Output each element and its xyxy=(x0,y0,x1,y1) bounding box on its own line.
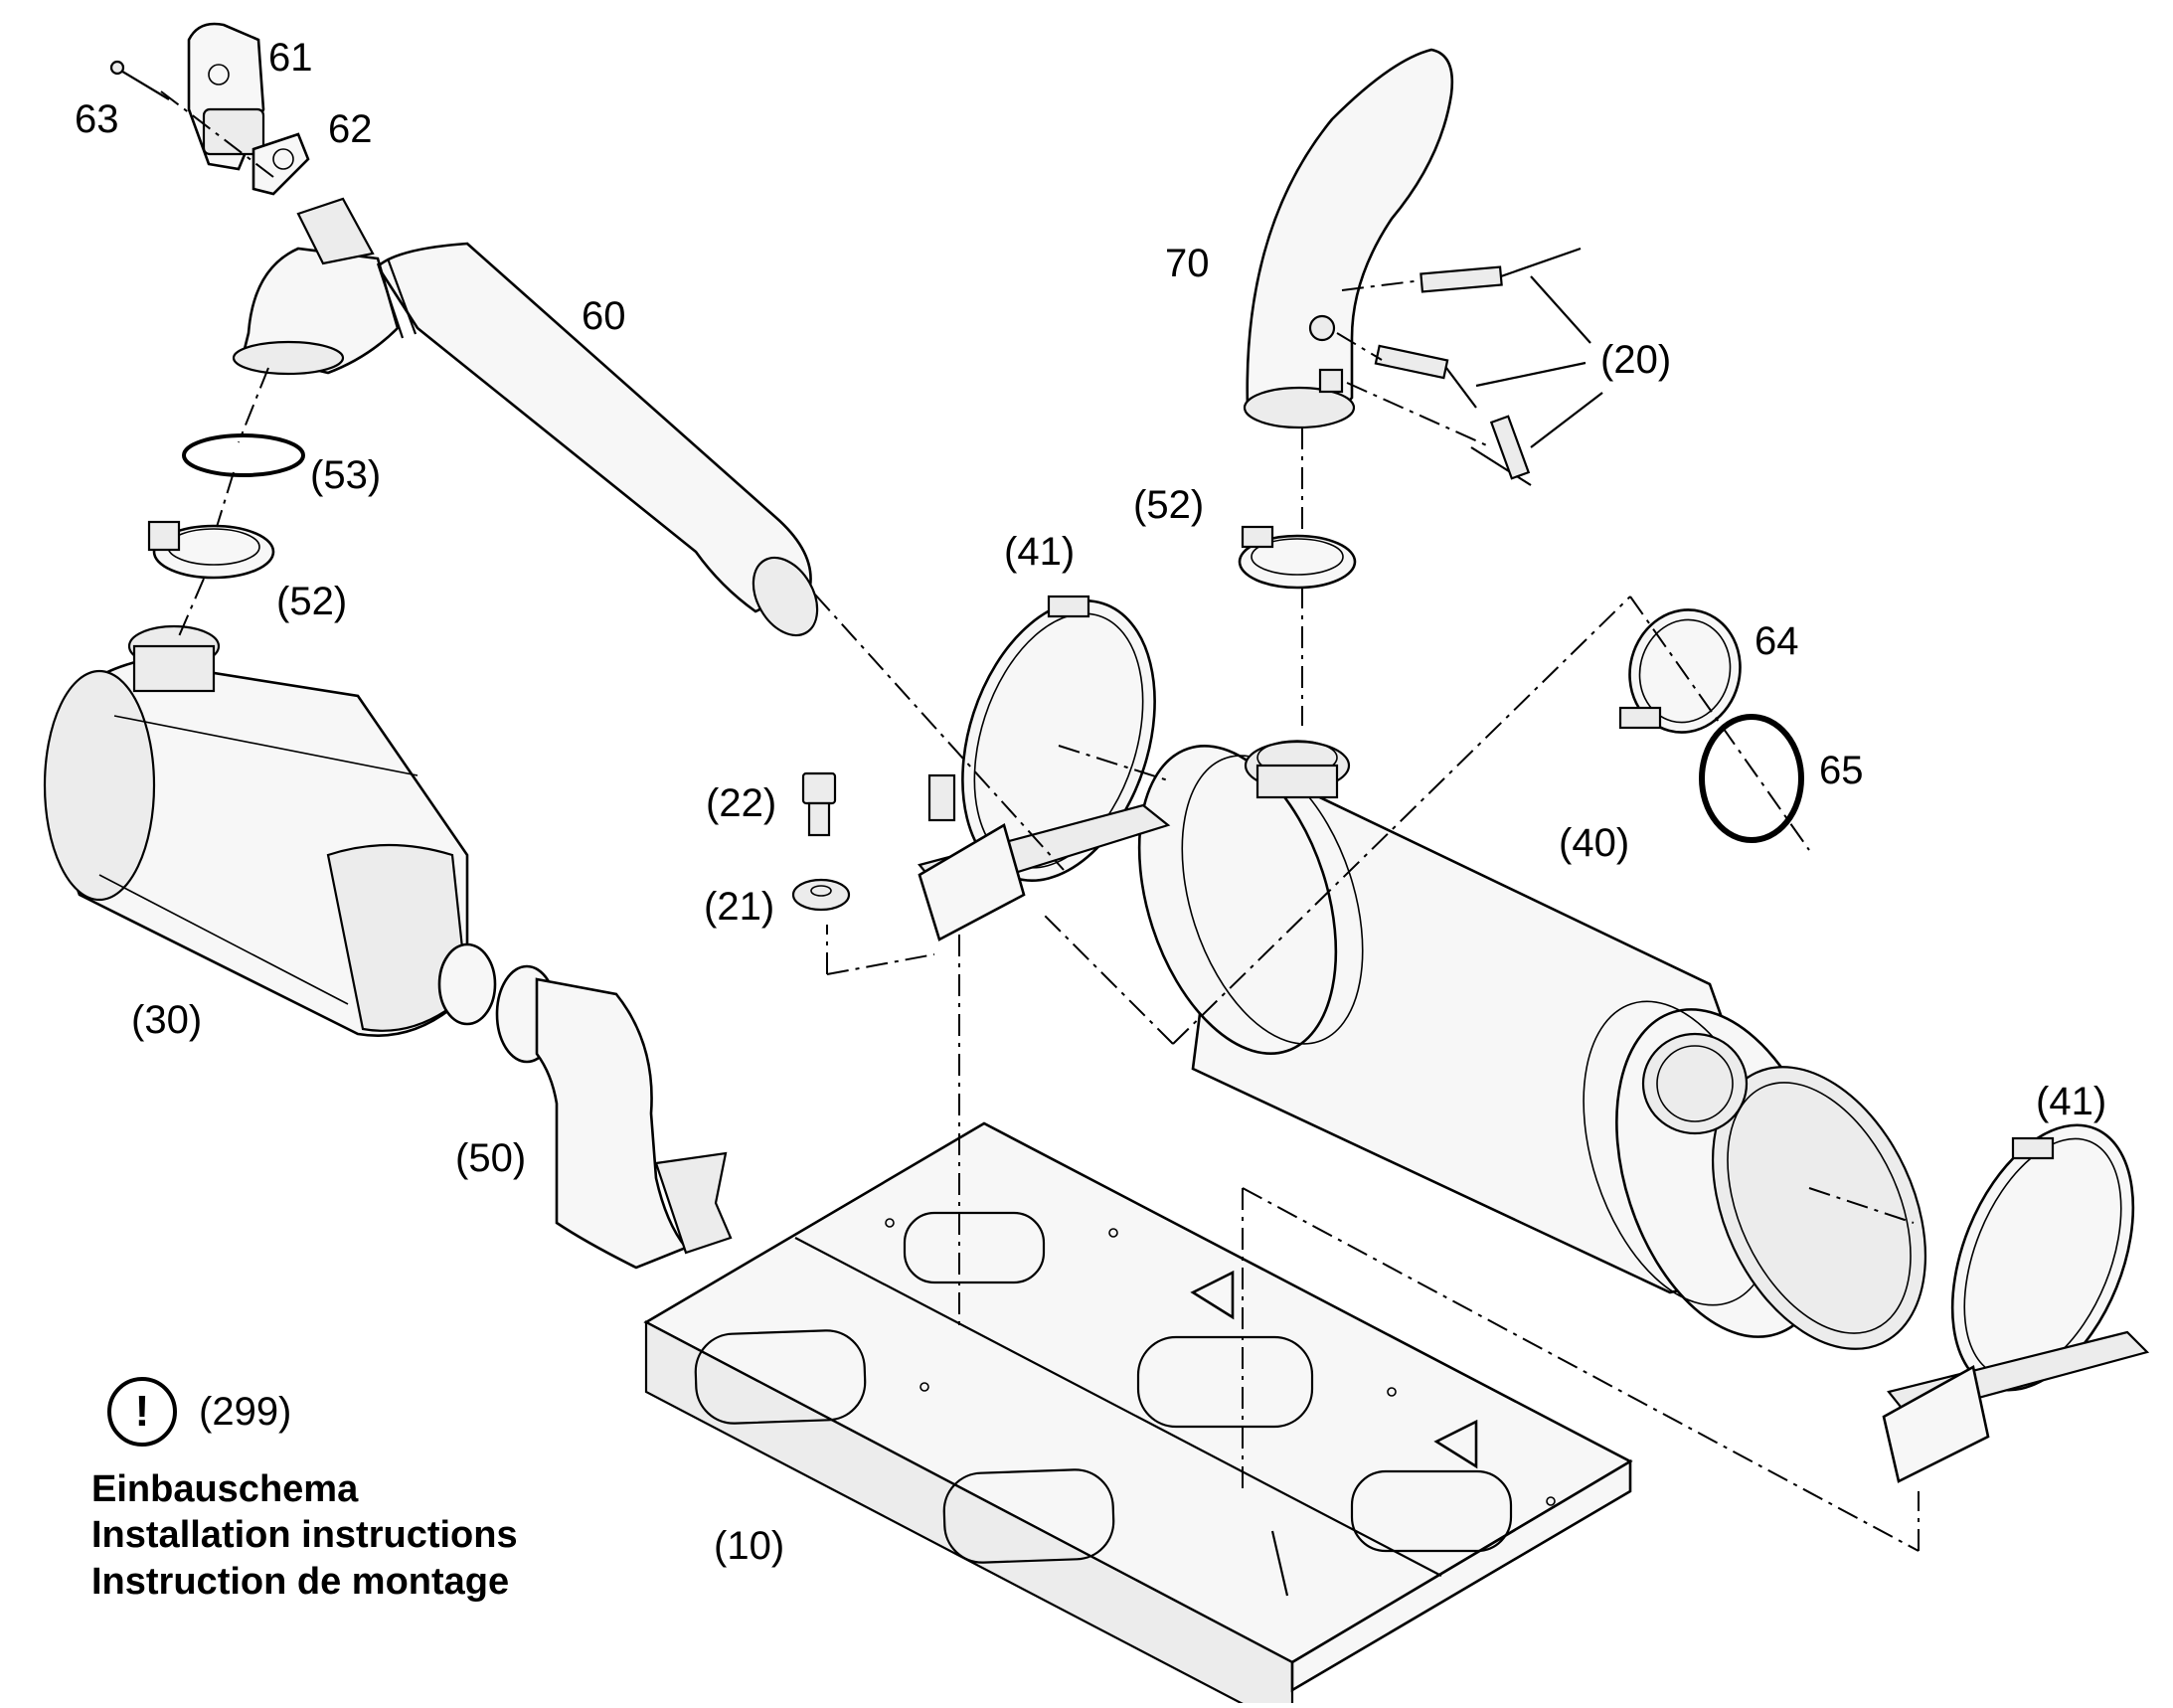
label-21: (21) xyxy=(704,885,775,929)
label-30: (30) xyxy=(131,998,203,1042)
label-64: 64 xyxy=(1755,619,1799,663)
label-62: 62 xyxy=(328,107,373,151)
clamp-52-lower xyxy=(147,520,275,580)
label-299: (299) xyxy=(199,1390,292,1434)
label-53: (53) xyxy=(310,453,382,497)
caption-english: Installation instructions xyxy=(91,1514,518,1557)
gasket-62 xyxy=(251,132,310,196)
label-50: (50) xyxy=(455,1136,527,1180)
sensors-20 xyxy=(1374,247,1582,486)
label-40: (40) xyxy=(1559,821,1630,865)
washer-21 xyxy=(791,878,851,912)
label-60: 60 xyxy=(582,294,626,338)
ring-53 xyxy=(182,433,305,477)
pipe-60 xyxy=(232,197,819,637)
mounting-frame xyxy=(643,1121,1633,1708)
clamp-bracket-41-right xyxy=(1882,1123,2150,1483)
leader-lines xyxy=(1475,275,1603,448)
label-63: 63 xyxy=(75,97,119,141)
actuator-61 xyxy=(187,22,265,171)
label-20: (20) xyxy=(1600,338,1672,382)
caption-block: Einbauschema Installation instructions I… xyxy=(91,1466,518,1605)
caption-french: Instruction de montage xyxy=(91,1560,510,1603)
label-41-lower: (41) xyxy=(2036,1080,2107,1123)
label-10: (10) xyxy=(714,1524,785,1568)
assembly-lines xyxy=(160,90,1920,1552)
label-41-upper: (41) xyxy=(1004,530,1076,574)
label-70: 70 xyxy=(1165,242,1210,285)
caption-german: Einbauschema xyxy=(91,1468,359,1510)
clamp-52-upper xyxy=(1238,525,1357,590)
label-61: 61 xyxy=(268,36,313,80)
dpf-30 xyxy=(43,624,497,1037)
bolt-22 xyxy=(801,771,837,837)
bolt-63 xyxy=(109,60,170,100)
ring-65 xyxy=(1699,714,1804,843)
label-65: 65 xyxy=(1819,749,1864,792)
muffler-40 xyxy=(1137,740,1927,1350)
clamp-64 xyxy=(1618,608,1742,734)
pipe-50 xyxy=(495,964,733,1270)
label-52-lower: (52) xyxy=(276,580,348,623)
label-22: (22) xyxy=(706,781,777,825)
label-52-upper: (52) xyxy=(1133,483,1205,527)
pipe-70 xyxy=(1243,48,1454,429)
exclamation-circle-icon: ! xyxy=(107,1377,177,1447)
